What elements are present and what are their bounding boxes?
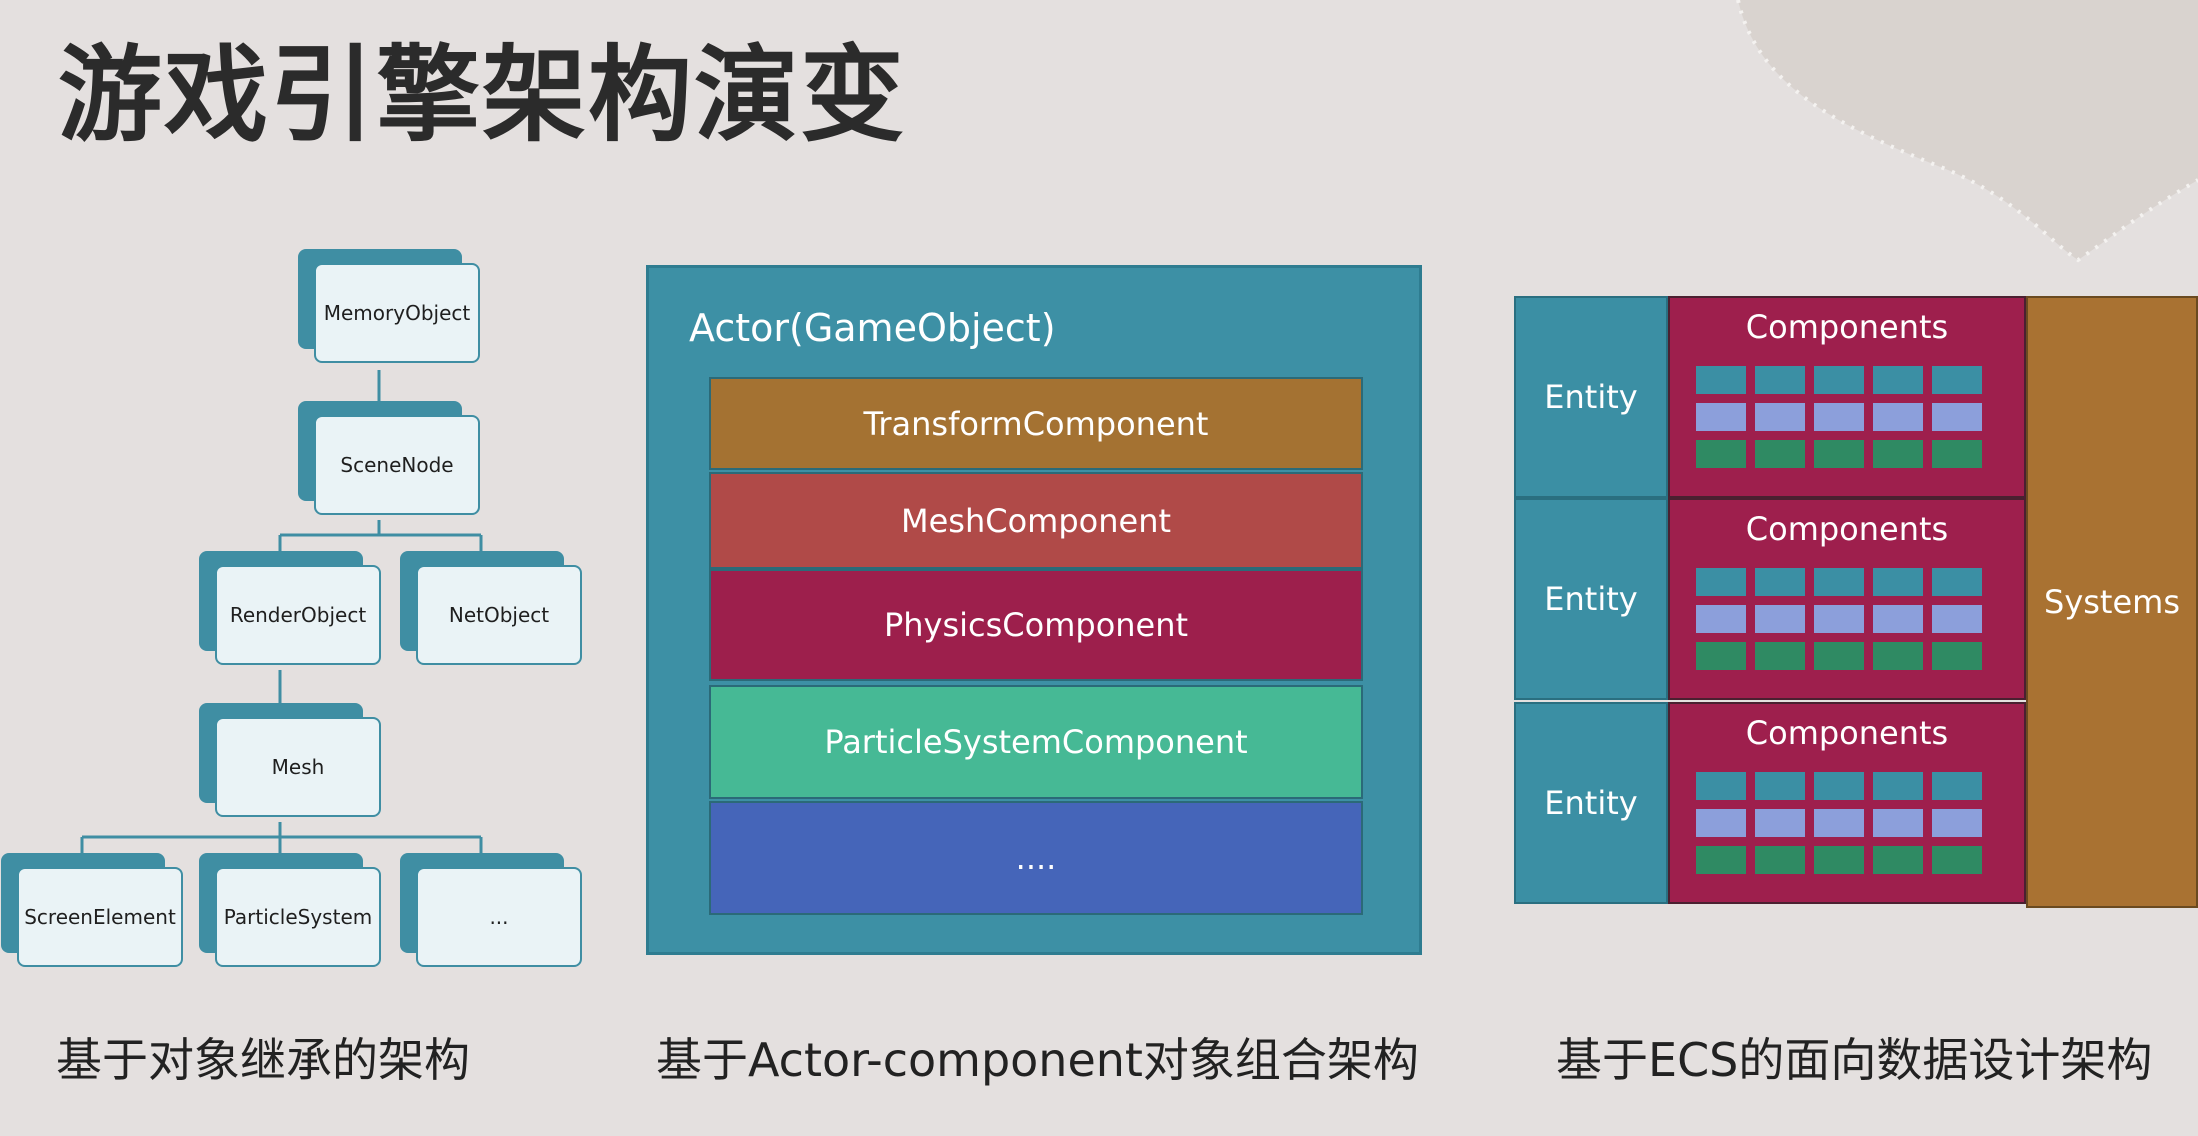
component-cell: [1932, 568, 1982, 596]
component-cell: [1873, 440, 1923, 468]
corner-decoration: [1718, 0, 2198, 263]
components-block-1: Components: [1668, 296, 2026, 498]
component-cell: [1755, 846, 1805, 874]
component-cell: [1814, 605, 1864, 633]
physics-component: PhysicsComponent: [709, 569, 1363, 681]
component-cell: [1755, 772, 1805, 800]
transform-component: TransformComponent: [709, 377, 1363, 470]
component-cell: [1932, 440, 1982, 468]
mesh-component: MeshComponent: [709, 472, 1363, 569]
node-particle-system: ParticleSystem: [199, 853, 381, 967]
component-cell: [1755, 440, 1805, 468]
component-cell: [1755, 605, 1805, 633]
component-cell: [1873, 809, 1923, 837]
component-cell: [1814, 809, 1864, 837]
caption-ecs: 基于ECS的面向数据设计架构: [1556, 1033, 2153, 1087]
actor-title: Actor(GameObject): [689, 306, 1056, 350]
components-label: Components: [1745, 510, 1949, 548]
components-label: Components: [1745, 714, 1949, 752]
entity-1: Entity: [1514, 296, 1668, 498]
caption-actor-component: 基于Actor-component对象组合架构: [656, 1033, 1419, 1087]
component-cell: [1814, 772, 1864, 800]
component-cell: [1696, 568, 1746, 596]
component-cell: [1814, 568, 1864, 596]
entity-2: Entity: [1514, 498, 1668, 700]
component-cell: [1873, 642, 1923, 670]
component-cell: [1932, 605, 1982, 633]
component-cell: [1696, 366, 1746, 394]
component-cell: [1696, 846, 1746, 874]
components-block-3: Components: [1668, 702, 2026, 904]
caption-inheritance: 基于对象继承的架构: [56, 1033, 470, 1087]
node-memory-object: MemoryObject: [298, 249, 480, 363]
components-block-2: Components: [1668, 498, 2026, 700]
systems-block: Systems: [2026, 296, 2198, 908]
more-components: ....: [709, 801, 1363, 915]
component-cell: [1873, 568, 1923, 596]
component-cell: [1814, 846, 1864, 874]
component-cell: [1873, 605, 1923, 633]
entity-3: Entity: [1514, 702, 1668, 904]
component-cell: [1696, 605, 1746, 633]
component-cell: [1755, 403, 1805, 431]
node-render-object: RenderObject: [199, 551, 381, 665]
component-cell: [1814, 642, 1864, 670]
component-cell: [1873, 772, 1923, 800]
component-cell: [1932, 366, 1982, 394]
component-cell: [1873, 403, 1923, 431]
node-screen-element: ScreenElement: [1, 853, 183, 967]
component-cell: [1814, 440, 1864, 468]
component-cell: [1755, 366, 1805, 394]
component-cell: [1932, 809, 1982, 837]
component-cell: [1696, 809, 1746, 837]
components-label: Components: [1745, 308, 1949, 346]
component-cell: [1932, 642, 1982, 670]
component-cell: [1873, 846, 1923, 874]
component-cell: [1696, 403, 1746, 431]
component-cell: [1696, 440, 1746, 468]
node-net-object: NetObject: [400, 551, 582, 665]
component-cell: [1696, 642, 1746, 670]
component-cell: [1755, 809, 1805, 837]
component-cell: [1814, 366, 1864, 394]
inheritance-connectors: [80, 370, 483, 855]
node-scene-node: SceneNode: [298, 401, 480, 515]
component-cell: [1932, 846, 1982, 874]
component-cell: [1873, 366, 1923, 394]
component-cell: [1932, 403, 1982, 431]
actor-container: Actor(GameObject) TransformComponent Mes…: [646, 265, 1422, 955]
component-cell: [1755, 568, 1805, 596]
component-cell: [1932, 772, 1982, 800]
component-cell: [1814, 403, 1864, 431]
node-mesh: Mesh: [199, 703, 381, 817]
component-cell: [1696, 772, 1746, 800]
ecs-diagram: Entity Entity Entity Components Componen…: [1514, 296, 2198, 908]
node-ellipsis: ...: [400, 853, 582, 967]
page-title: 游戏引擎架构演变: [58, 34, 907, 156]
particle-system-component: ParticleSystemComponent: [709, 685, 1363, 799]
component-cell: [1755, 642, 1805, 670]
